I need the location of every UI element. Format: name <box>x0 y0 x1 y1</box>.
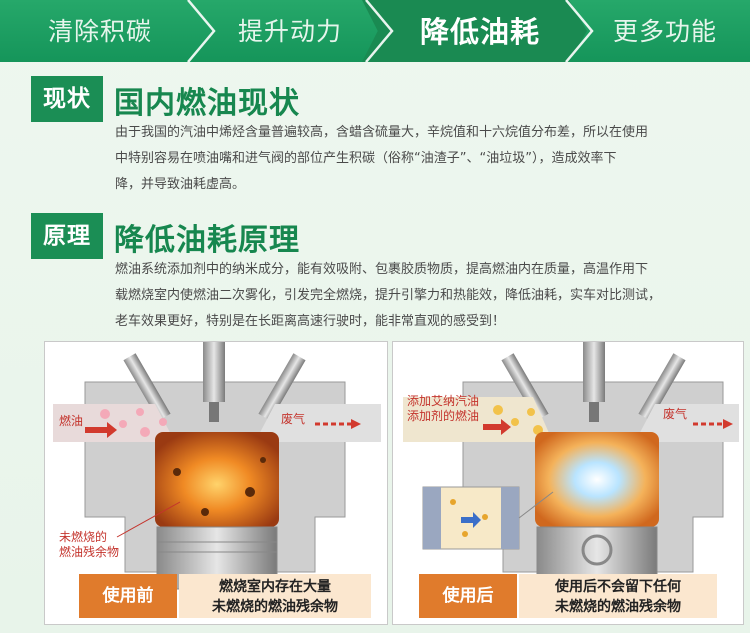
after-caption-text: 使用后不会留下任何 未燃烧的燃油残余物 <box>519 574 717 618</box>
body-line: 降，并导致油耗虚高。 <box>115 177 246 192</box>
body-line: 燃油系统添加剂中的纳米成分，能有效吸附、包裹胶质物质，提高燃油内在质量，高温作用… <box>115 262 649 277</box>
after-illustration-panel: 添加艾纳汽油 添加剂的燃油 废气 使用后 使用后不会留下任何 未燃烧的燃油残余物 <box>392 341 744 625</box>
engine-cylinder-before-icon <box>53 342 381 590</box>
section-body-status: 由于我国的汽油中烯烃含量普遍较高，含蜡含硫量大，辛烷值和十六烷值分布差，所以在使… <box>115 120 740 198</box>
engine-cylinder-after-icon <box>403 342 739 590</box>
section-tag-principle: 原理 <box>31 213 103 259</box>
tab-clean-carbon[interactable]: 清除积碳 <box>47 17 152 46</box>
chevron-divider-icon <box>187 0 594 62</box>
caption-line: 未燃烧的燃油残余物 <box>212 599 338 615</box>
residue-label-line: 未燃烧的 <box>59 530 108 544</box>
tab-boost-power[interactable]: 提升动力 <box>237 17 342 46</box>
additive-fuel-label: 添加艾纳汽油 添加剂的燃油 <box>407 394 479 424</box>
caption-line: 燃烧室内存在大量 <box>219 579 331 595</box>
exhaust-label: 废气 <box>281 412 306 426</box>
fuel-label: 燃油 <box>59 414 84 428</box>
section-tag-status: 现状 <box>31 76 103 122</box>
section-title-principle: 降低油耗原理 <box>114 223 300 258</box>
before-caption-text: 燃烧室内存在大量 未燃烧的燃油残余物 <box>179 574 371 618</box>
before-caption-tag: 使用前 <box>79 574 177 618</box>
section-title-status: 国内燃油现状 <box>114 86 300 121</box>
additive-fuel-label-line: 添加艾纳汽油 <box>407 394 480 408</box>
caption-line: 使用后不会留下任何 <box>555 579 681 595</box>
tab-more-features[interactable]: 更多功能 <box>612 17 717 46</box>
before-illustration-panel: 燃油 废气 未燃烧的 燃油残余物 使用前 燃烧室内存在大量 未燃烧的燃油残余物 <box>44 341 388 625</box>
body-line: 由于我国的汽油中烯烃含量普遍较高，含蜡含硫量大，辛烷值和十六烷值分布差，所以在使… <box>115 125 649 140</box>
body-line: 老车效果更好，特别是在长距离高速行驶时，能非常直观的感受到！ <box>115 314 506 329</box>
exhaust-label: 废气 <box>663 407 688 421</box>
top-nav: 清除积碳 提升动力 降低油耗 更多功能 <box>0 0 750 62</box>
tab-reduce-fuel[interactable]: 降低油耗 <box>419 15 540 49</box>
residue-label-line: 燃油残余物 <box>59 545 120 559</box>
active-tab-highlight <box>362 0 587 62</box>
caption-line: 未燃烧的燃油残余物 <box>555 599 681 615</box>
body-line: 中特别容易在喷油嘴和进气阀的部位产生积碳（俗称“油渣子”、“油垃圾”），造成效率… <box>115 151 617 166</box>
residue-label: 未燃烧的 燃油残余物 <box>59 530 119 560</box>
section-body-principle: 燃油系统添加剂中的纳米成分，能有效吸附、包裹胶质物质，提高燃油内在质量，高温作用… <box>115 257 740 335</box>
additive-fuel-label-line: 添加剂的燃油 <box>407 409 480 423</box>
body-line: 载燃烧室内使燃油二次雾化，引发完全燃烧，提升引擎力和热能效，降低油耗，实车对比测… <box>115 288 662 303</box>
after-caption-tag: 使用后 <box>419 574 517 618</box>
